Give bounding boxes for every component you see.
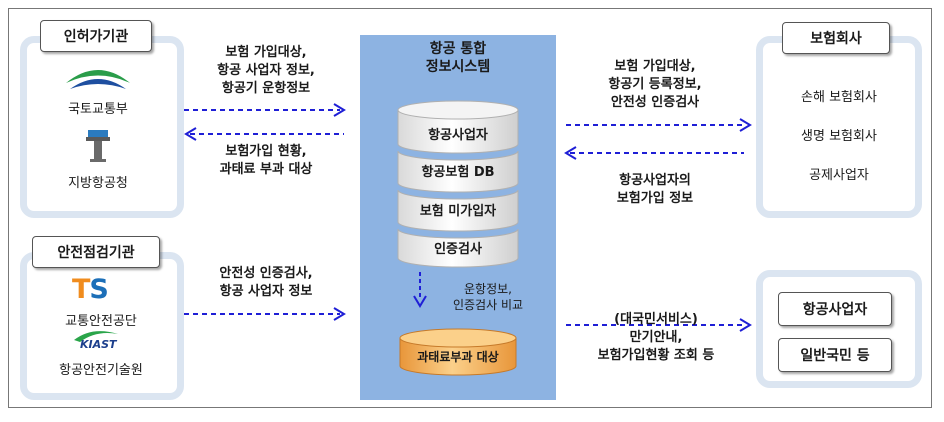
penalty-target-label: 과태료부과 대상 [417, 350, 499, 364]
flow-label-left-3: 안전성 인증검사, 항공 사업자 정보 [219, 266, 313, 299]
db-item-aviation-operator: 항공사업자 [428, 128, 488, 143]
integrated-system-title: 항공 통합 정보시스템 [425, 41, 491, 75]
ts-logo-s: S [89, 274, 108, 305]
db-item-certification: 인증검사 [434, 242, 482, 257]
recipient-general-public: 일반국민 등 [778, 338, 892, 372]
flow-label-right-2: 항공사업자의 보험가입 정보 [616, 173, 694, 206]
insurance-company-panel [756, 36, 922, 218]
flow-label-right-3: (대국민서비스) 만기안내, 보험가입현황 조회 등 [597, 312, 715, 363]
flow-label-right-1: 보험 가입대상, 항공기 등록정보, 안전성 인증검사 [608, 59, 702, 110]
mutual-aid-label: 공제사업자 [809, 168, 869, 183]
licensing-agency-title: 인허가기관 [40, 20, 152, 52]
db-item-insurance-db: 항공보험 DB [421, 165, 495, 180]
ts-logo-t: T [72, 274, 90, 305]
flow-label-left-2: 보험가입 현황, 과태료 부과 대상 [219, 144, 313, 177]
recipient-aviation-operator: 항공사업자 [778, 292, 892, 326]
nonlife-insurer-label: 손해 보험회사 [801, 90, 877, 105]
compare-label: 운항정보, 인증검사 비교 [452, 282, 524, 312]
ts-logo-icon: TS [72, 274, 109, 305]
flow-label-left-1: 보험 가입대상, 항공 사업자 정보, 항공기 운항정보 [217, 45, 315, 96]
safety-agency-title: 안전점검기관 [32, 236, 160, 268]
regional-aviation-label: 지방항공청 [68, 176, 128, 191]
diagram-frame [8, 8, 932, 408]
kiast-label: 항공안전기술원 [59, 363, 143, 378]
insurance-company-title: 보험회사 [782, 22, 890, 54]
db-item-uninsured: 보험 미가입자 [419, 204, 497, 219]
molit-label: 국토교통부 [68, 102, 128, 117]
kiast-logo: KIAST [80, 338, 117, 351]
kotsa-label: 교통안전공단 [65, 314, 137, 329]
life-insurer-label: 생명 보험회사 [801, 129, 877, 144]
